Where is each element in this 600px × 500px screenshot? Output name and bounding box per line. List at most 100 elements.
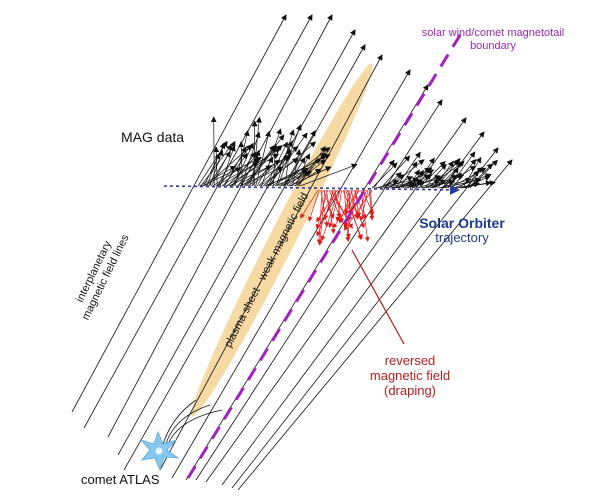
reversed-field-vectors xyxy=(300,189,375,246)
mag-vector-right-45 xyxy=(451,158,477,189)
mag-vector-right-1 xyxy=(371,162,398,189)
mag-vector-right-51 xyxy=(462,156,482,189)
reversed-vector-36 xyxy=(356,189,367,218)
field-line-1 xyxy=(71,14,287,413)
mag-vector-right-8 xyxy=(384,172,402,189)
reversed-field-pointer xyxy=(351,249,405,345)
mag-vector-left-67 xyxy=(295,153,311,187)
mag-vector-right-29 xyxy=(422,179,447,189)
mag-vector-left-54 xyxy=(276,129,295,187)
interplanetary-field-lines xyxy=(71,14,513,491)
mag-vector-left-18 xyxy=(222,152,248,187)
mag-vector-left-63 xyxy=(289,166,332,187)
mag-vector-right-2 xyxy=(373,159,395,189)
mag-data-label: MAG data xyxy=(121,129,185,145)
mag-vector-left-42 xyxy=(258,153,292,187)
mag-vector-left-40 xyxy=(255,130,271,187)
mag-vector-left-45 xyxy=(262,141,317,187)
mag-vector-right-35 xyxy=(433,160,454,189)
reversed-vector-14 xyxy=(316,189,337,237)
mag-vector-left-69 xyxy=(298,145,326,187)
field-line-7 xyxy=(171,69,411,479)
mag-vector-right-52 xyxy=(464,175,491,189)
mag-vector-right-10 xyxy=(388,159,425,189)
mag-vector-right-38 xyxy=(439,177,472,189)
mag-vector-left-59 xyxy=(283,130,316,187)
mag-data-vectors-right xyxy=(371,151,499,189)
mag-vector-left-68 xyxy=(296,157,321,187)
mag-vector-right-55 xyxy=(469,159,499,189)
field-line-6 xyxy=(159,54,383,471)
mag-vector-right-41 xyxy=(444,167,459,189)
mag-vector-left-52 xyxy=(272,143,279,187)
field-line-11 xyxy=(221,131,485,486)
field-line-2 xyxy=(83,14,313,429)
reversed-vector-2 xyxy=(307,189,320,222)
mag-vector-left-44 xyxy=(261,128,282,187)
mag-vector-right-19 xyxy=(404,174,431,189)
mag-vector-left-16 xyxy=(219,145,236,187)
mag-vector-right-14 xyxy=(395,151,421,189)
reversed-vector-18 xyxy=(335,189,342,222)
mag-vector-left-61 xyxy=(286,157,306,187)
mag-vector-left-55 xyxy=(277,124,302,187)
field-line-13 xyxy=(237,159,513,491)
mag-vector-right-24 xyxy=(413,157,435,189)
mag-vector-left-30 xyxy=(240,131,261,187)
mag-vector-left-7 xyxy=(206,152,221,187)
field-line-5 xyxy=(123,44,366,471)
draped-field-line-1 xyxy=(161,399,197,449)
reversed-field-label-line1: reversed xyxy=(384,353,436,368)
mag-vector-right-22 xyxy=(409,169,425,189)
comet-star-icon xyxy=(139,430,180,472)
reversed-vector-17 xyxy=(328,189,341,229)
comet-label: comet ATLAS xyxy=(81,472,160,487)
reversed-vector-37 xyxy=(359,189,369,222)
solar-orbiter-label: Solar Orbiter trajectory xyxy=(412,215,512,246)
mag-data-vectors-left xyxy=(197,116,358,187)
reversed-field-label-line2: magnetic field xyxy=(369,367,451,383)
reversed-vector-15 xyxy=(316,189,338,223)
boundary-label-line1: solar wind/comet magnetotail xyxy=(421,27,565,39)
mag-vector-left-31 xyxy=(238,141,245,187)
mag-vector-right-53 xyxy=(466,169,479,189)
magnetotail-boundary-line xyxy=(186,31,464,479)
field-line-4 xyxy=(117,29,356,456)
reversed-vector-39 xyxy=(369,189,375,217)
mag-vector-right-30 xyxy=(424,163,447,189)
mag-vector-right-43 xyxy=(447,151,476,189)
draped-field-line-2 xyxy=(164,404,211,448)
reversed-vector-1 xyxy=(300,189,319,219)
mag-vector-right-26 xyxy=(417,179,441,189)
mag-vector-right-54 xyxy=(467,163,494,189)
reversed-vector-16 xyxy=(320,189,340,242)
field-line-12 xyxy=(231,147,499,489)
reversed-vector-26 xyxy=(338,189,353,224)
mag-vector-left-38 xyxy=(252,116,262,187)
solar-orbiter-label-line2: trajectory xyxy=(435,230,489,246)
reversed-vector-32 xyxy=(360,189,370,242)
boundary-label-line2: boundary xyxy=(470,39,516,52)
mag-vector-left-13 xyxy=(215,161,260,187)
mag-vector-left-47 xyxy=(265,141,288,187)
reversed-field-label: reversed magnetic field (draping) xyxy=(355,353,465,399)
solar-orbiter-trajectory-line xyxy=(163,184,460,195)
mag-vector-right-25 xyxy=(415,173,433,189)
mag-vector-right-23 xyxy=(411,175,441,189)
boundary-label: solar wind/comet magnetotail boundary xyxy=(398,27,588,52)
mag-vector-left-9 xyxy=(209,149,224,187)
mag-vector-left-39 xyxy=(251,120,258,187)
mag-vector-left-70 xyxy=(299,163,358,187)
reversed-vector-40 xyxy=(343,189,373,231)
mag-vector-left-4 xyxy=(202,156,263,187)
solar-orbiter-label-line1: Solar Orbiter xyxy=(419,215,505,231)
field-line-3 xyxy=(107,14,333,438)
mag-vector-right-21 xyxy=(407,169,420,189)
reversed-vector-31 xyxy=(332,189,360,229)
mag-vector-right-16 xyxy=(398,161,418,189)
mag-vector-left-32 xyxy=(243,144,276,187)
field-line-9 xyxy=(195,99,443,481)
reversed-field-label-line3: (draping) xyxy=(383,382,437,398)
mag-vector-right-37 xyxy=(437,160,465,189)
mag-vector-left-66 xyxy=(293,168,322,187)
